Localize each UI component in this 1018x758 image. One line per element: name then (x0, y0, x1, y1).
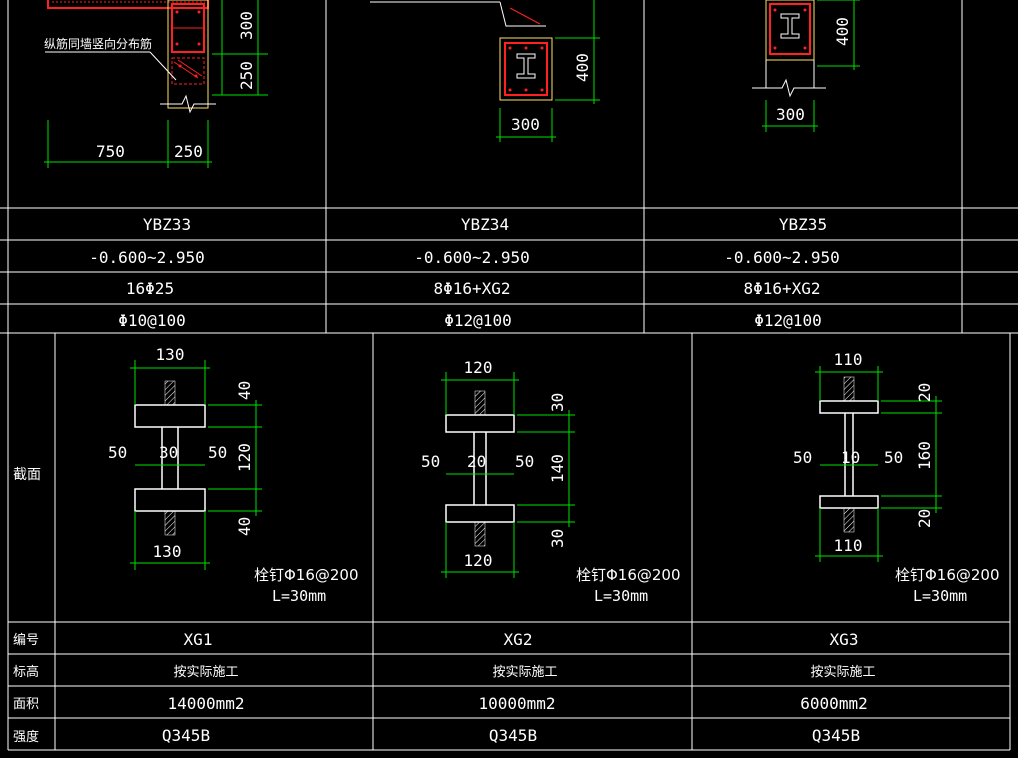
xg1-dim-web-height: 120 (235, 443, 254, 472)
top-table-grid (0, 0, 1018, 334)
xg-strength-1: Q345B (162, 726, 210, 745)
ybz-rebar-1: 16Φ25 (126, 279, 174, 298)
xg2-dim-web-height: 140 (548, 454, 567, 483)
stud-bolt (843, 507, 855, 533)
ybz-rebar-2: 8Φ16+XG2 (433, 279, 510, 298)
xg3-dim-right: 50 (884, 448, 903, 467)
xg1-dim-bottom: 130 (153, 542, 182, 561)
ybz-name-3: YBZ35 (779, 215, 827, 234)
ybz33-dim-750: 750 (96, 142, 125, 161)
xg1-dim-left: 50 (108, 443, 127, 462)
ybz35-dim-300: 300 (776, 105, 805, 124)
xg-area-2: 10000mm2 (478, 694, 555, 713)
xg3-dim-web: 10 (841, 448, 860, 467)
xg1-dim-flange-top: 40 (235, 381, 254, 400)
xg2-dim-flange-bottom: 30 (548, 529, 567, 548)
xg-elevation-2: 按实际施工 (492, 665, 557, 680)
steel-table-rows: 编号 XG1 XG2 XG3 标高 按实际施工 按实际施工 按实际施工 面积 1… (13, 630, 876, 745)
xg2-stud: 栓钉Φ16@200 (576, 566, 681, 584)
xg1-stud: 栓钉Φ16@200 (254, 566, 359, 584)
ybz33-detail: 纵筋同墙竖向分布筋 300 250 750 250 (44, 0, 268, 168)
xg-area-3: 6000mm2 (800, 694, 867, 713)
ybz33-note: 纵筋同墙竖向分布筋 (44, 36, 152, 51)
row-label-strength: 强度 (13, 729, 39, 745)
xg3-dim-bottom: 110 (834, 536, 863, 555)
steel-table-grid (7, 333, 1011, 751)
xg2-dim-flange-top: 30 (548, 393, 567, 412)
xg2-section: 120 120 30 140 30 50 20 50 栓钉Φ16@200 L=3… (421, 358, 681, 605)
xg1-dim-right: 50 (208, 443, 227, 462)
xg2-dim-web: 20 (467, 452, 486, 471)
xg3-dim-flange-bottom: 20 (915, 509, 934, 528)
xg3-dim-left: 50 (793, 448, 812, 467)
xg1-dim-top: 130 (156, 345, 185, 364)
xg2-dim-bottom: 120 (464, 551, 493, 570)
row-label-area: 面积 (13, 697, 39, 712)
stud-bolt (843, 376, 855, 402)
ybz-stirrup-3: Φ12@100 (754, 311, 821, 330)
xg-strength-3: Q345B (812, 726, 860, 745)
ybz-name-1: YBZ33 (143, 215, 191, 234)
xg1-dim-flange-bottom: 40 (235, 517, 254, 536)
ybz33-dim-300: 300 (237, 11, 256, 40)
xg-strength-2: Q345B (489, 726, 537, 745)
xg-number-2: XG2 (504, 630, 533, 649)
ybz33-dim-250v: 250 (237, 61, 256, 90)
xg-elevation-3: 按实际施工 (810, 665, 875, 680)
xg2-stud-length: L=30mm (594, 587, 648, 605)
xg-elevation-1: 按实际施工 (173, 665, 238, 680)
xg1-section: 130 130 40 120 40 50 30 50 栓钉Φ16@200 L=3… (108, 345, 359, 605)
xg3-dim-top: 110 (834, 350, 863, 369)
stud-bolt (164, 510, 176, 536)
ybz-elev-3: -0.600~2.950 (724, 248, 840, 267)
ybz-elev-2: -0.600~2.950 (414, 248, 530, 267)
ybz34-detail: 400 300 (370, 0, 600, 142)
xg1-stud-length: L=30mm (272, 587, 326, 605)
ybz35-dim-400: 400 (833, 17, 852, 46)
xg-area-1: 14000mm2 (167, 694, 244, 713)
xg1-dim-web: 30 (159, 443, 178, 462)
ybz35-detail: 400 300 (752, 0, 860, 132)
ybz34-dim-400: 400 (573, 53, 592, 82)
xg-number-1: XG1 (184, 630, 213, 649)
xg2-dim-left: 50 (421, 452, 440, 471)
row-label-number: 编号 (13, 633, 39, 648)
row-label-elevation: 标高 (13, 664, 39, 680)
xg-number-3: XG3 (830, 630, 859, 649)
ybz-elev-1: -0.600~2.950 (89, 248, 205, 267)
stud-bolt (164, 380, 176, 406)
xg3-stud: 栓钉Φ16@200 (895, 566, 1000, 584)
top-table-rows: YBZ33 YBZ34 YBZ35 -0.600~2.950 -0.600~2.… (89, 215, 840, 330)
xg3-dim-flange-top: 20 (915, 383, 934, 402)
xg3-stud-length: L=30mm (913, 587, 967, 605)
stud-bolt (474, 521, 486, 547)
xg2-dim-right: 50 (515, 452, 534, 471)
ybz-name-2: YBZ34 (461, 215, 509, 234)
xg3-section: 110 110 20 160 20 50 10 50 栓钉Φ16@200 L=3… (793, 350, 1000, 605)
xg3-dim-web-height: 160 (915, 441, 934, 470)
xg2-dim-top: 120 (464, 358, 493, 377)
ybz33-dim-250h: 250 (174, 142, 203, 161)
ybz-stirrup-1: Φ10@100 (118, 311, 185, 330)
ybz-rebar-3: 8Φ16+XG2 (743, 279, 820, 298)
ybz-stirrup-2: Φ12@100 (444, 311, 511, 330)
stud-bolt (474, 390, 486, 416)
ybz34-dim-300: 300 (511, 115, 540, 134)
section-label: 截面 (13, 467, 41, 483)
